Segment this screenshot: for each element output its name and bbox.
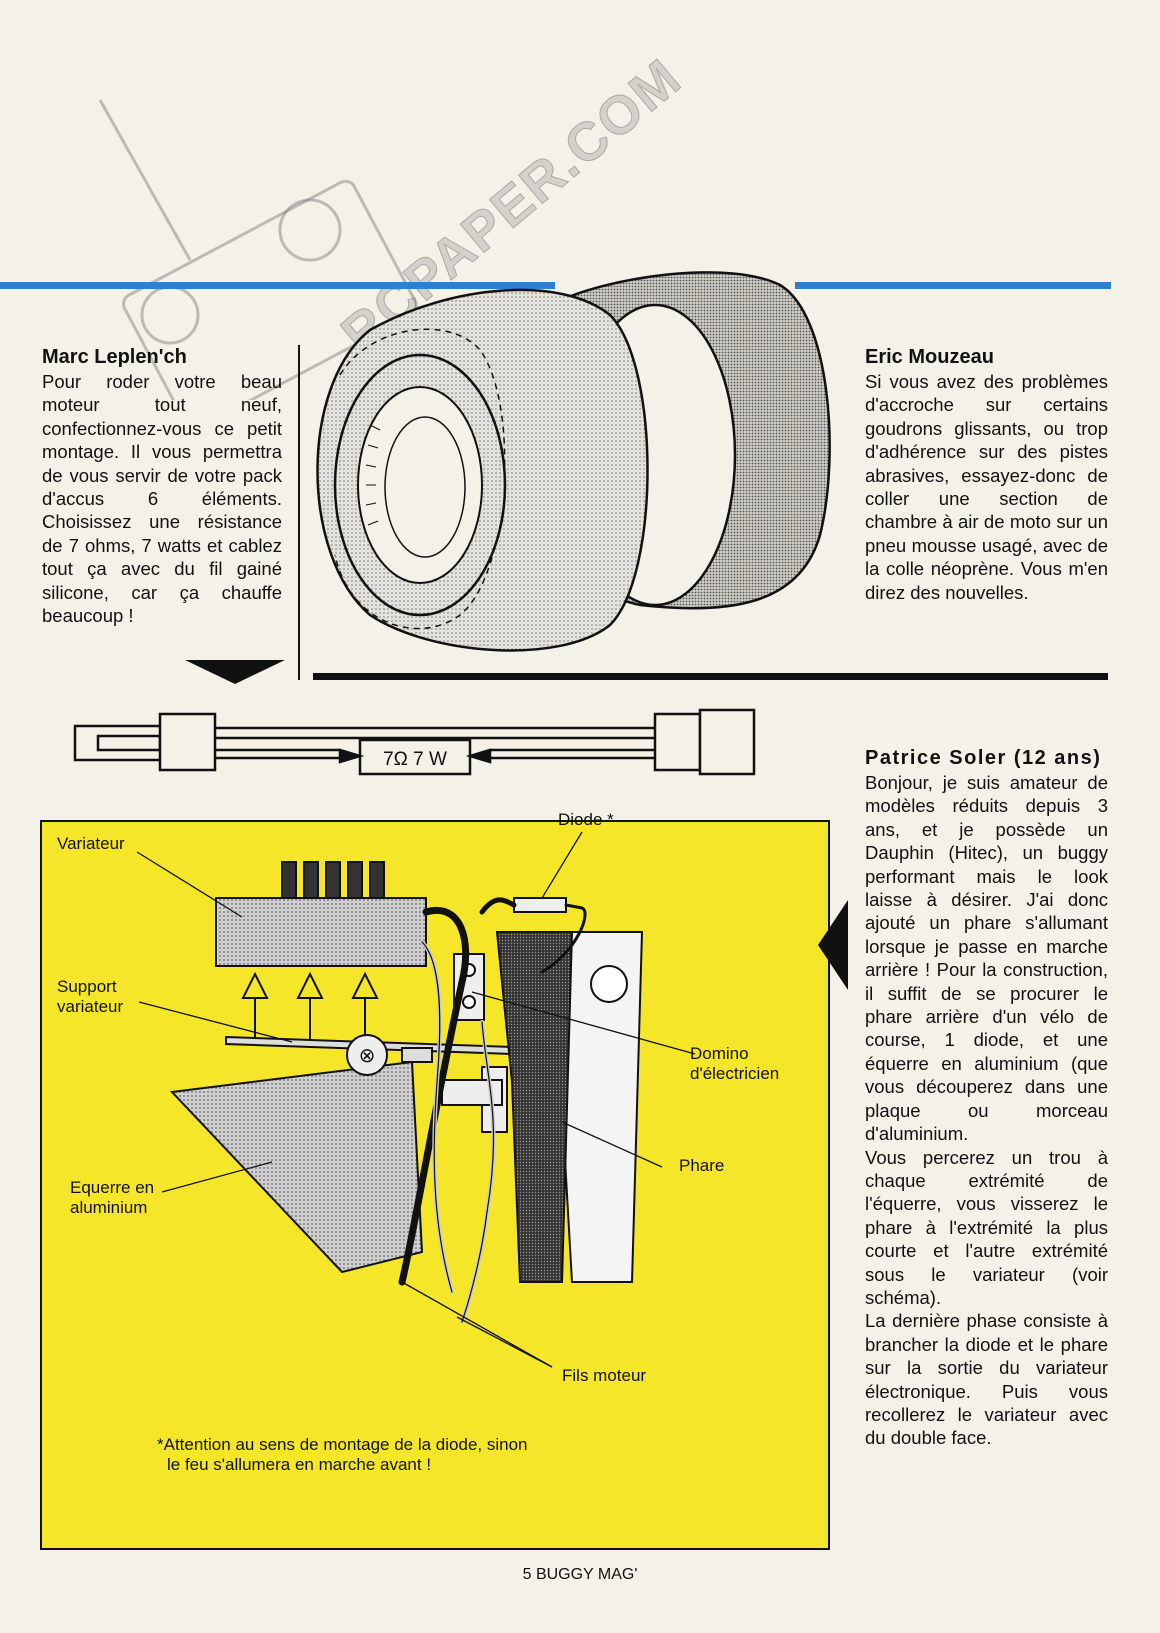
diode-note-2: le feu s'allumera en marche avant !: [167, 1455, 432, 1474]
author-marc: Marc Leplen'ch: [42, 346, 187, 368]
body-marc: Pour roder votre beau moteur tout neuf, …: [42, 371, 282, 627]
page-footer: 5 BUGGY MAG': [522, 1566, 638, 1583]
body-patrice-2: Vous percerez un trou à chaque extrémité…: [865, 1146, 1108, 1308]
tire-illustration: [316, 271, 831, 652]
label-fils-moteur: Fils moteur: [562, 1366, 647, 1385]
author-patrice: Patrice Soler (12 ans): [865, 747, 1102, 769]
tip-patrice: Patrice Soler (12 ans) Bonjour, je suis …: [865, 745, 1108, 1450]
svg-text:⊗: ⊗: [359, 1043, 376, 1067]
down-arrow-icon: [185, 660, 285, 684]
label-support-2: variateur: [57, 997, 124, 1016]
headlight-wiring-diagram: ⊗: [40, 810, 830, 1550]
body-patrice-3: La dernière phase consiste à brancher la…: [865, 1310, 1108, 1449]
body-patrice-1: Bonjour, je suis amateur de modèles rédu…: [865, 772, 1108, 1145]
diode-note-1: *Attention au sens de montage de la diod…: [157, 1435, 528, 1454]
resistor-label: 7Ω 7 W: [383, 749, 447, 770]
tip-eric: Eric Mouzeau Si vous avez des problèmes …: [865, 344, 1108, 604]
top-blue-rule-left: [0, 282, 555, 289]
label-support-1: Support: [57, 977, 117, 996]
label-diode: Diode *: [558, 810, 614, 829]
section-divider-rule: [313, 673, 1108, 680]
label-domino-1: Domino: [690, 1044, 749, 1063]
top-blue-rule-right: [795, 282, 1111, 289]
left-arrow-icon: [818, 900, 848, 990]
body-eric: Si vous avez des problèmes d'accroche su…: [865, 371, 1108, 603]
column-divider-left: [298, 345, 300, 680]
resistor-harness-diagram: 7Ω 7 W: [73, 708, 756, 776]
label-variateur: Variateur: [57, 834, 125, 853]
wiring-drawing: ⊗: [136, 831, 696, 1368]
label-phare: Phare: [679, 1156, 725, 1175]
label-domino-2: d'électricien: [690, 1064, 780, 1083]
tip-marc: Marc Leplen'ch Pour roder votre beau mot…: [42, 344, 282, 627]
author-eric: Eric Mouzeau: [865, 346, 994, 368]
label-equerre-2: aluminium: [70, 1198, 148, 1217]
label-equerre-1: Equerre en: [70, 1178, 155, 1197]
